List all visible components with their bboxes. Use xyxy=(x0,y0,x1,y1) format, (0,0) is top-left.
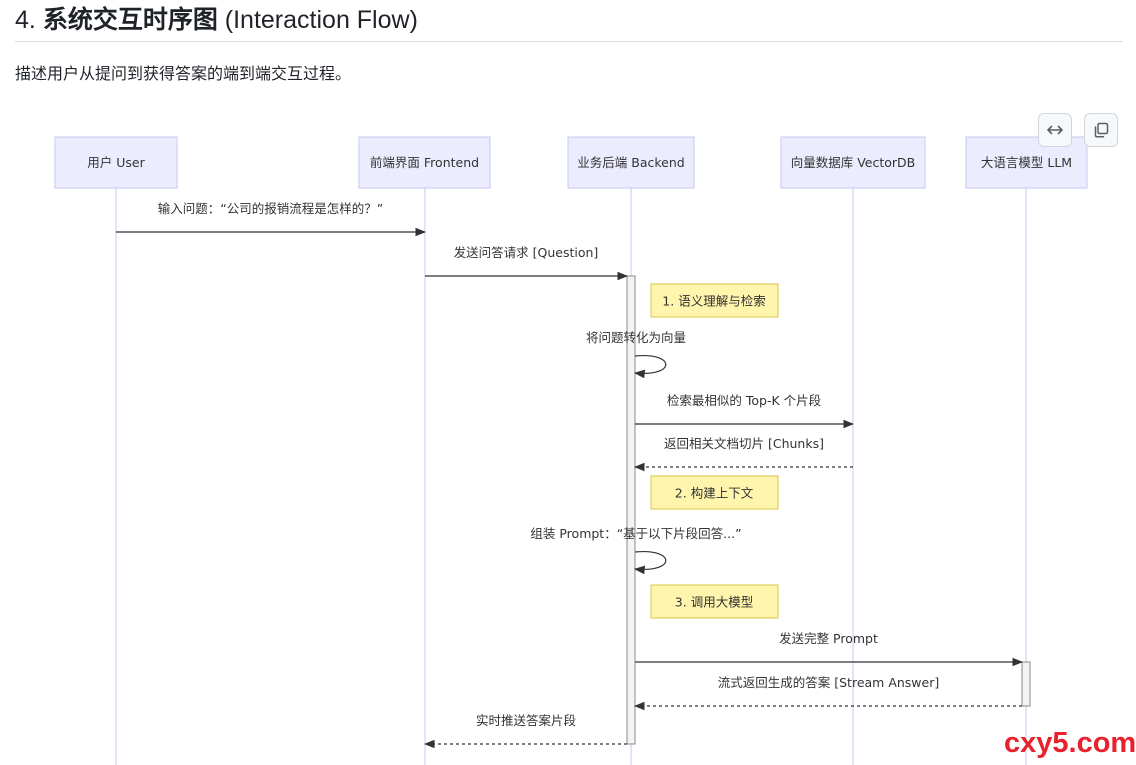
message-backend-to-frontend: 实时推送答案片段 xyxy=(423,713,627,749)
message-label: 输入问题：“公司的报销流程是怎样的？” xyxy=(158,201,383,216)
note-backend: 2. 构建上下文 xyxy=(650,475,779,510)
expand-button[interactable] xyxy=(1038,113,1072,147)
message-user-to-frontend: 输入问题：“公司的报销流程是怎样的？” xyxy=(116,201,427,237)
participant-label: 业务后端 Backend xyxy=(577,155,684,170)
note-box xyxy=(650,475,779,510)
participant-frontend: 前端界面 Frontend xyxy=(358,136,491,189)
self-message-backend: 组装 Prompt：“基于以下片段回答...” xyxy=(530,526,742,575)
self-message-arrow xyxy=(633,354,667,379)
note-backend: 1. 语义理解与检索 xyxy=(650,283,779,318)
note-label: 3. 调用大模型 xyxy=(675,595,753,610)
heading-number: 4. xyxy=(15,6,36,34)
participant-llm: 大语言模型 LLM xyxy=(965,136,1088,189)
participant-backend: 业务后端 Backend xyxy=(567,136,695,189)
heading-divider xyxy=(15,41,1123,42)
self-message-label: 将问题转化为向量 xyxy=(586,330,686,345)
message-label: 流式返回生成的答案 [Stream Answer] xyxy=(718,675,939,690)
message-label: 发送完整 Prompt xyxy=(779,631,878,646)
participant-box xyxy=(54,136,178,189)
participant-label: 用户 User xyxy=(87,155,145,170)
activation-backend xyxy=(626,275,636,745)
self-message-backend: 将问题转化为向量 xyxy=(586,330,686,379)
message-label: 发送问答请求 [Question] xyxy=(454,245,599,260)
activation-llm xyxy=(1021,661,1031,707)
note-box xyxy=(650,283,779,318)
message-label: 检索最相似的 Top-K 个片段 xyxy=(667,393,821,408)
self-message-label: 组装 Prompt：“基于以下片段回答...” xyxy=(530,526,741,541)
section-heading: 4. 系统交互时序图 (Interaction Flow) xyxy=(15,4,418,36)
note-label: 2. 构建上下文 xyxy=(675,486,754,501)
copy-button[interactable] xyxy=(1084,113,1118,147)
note-backend: 3. 调用大模型 xyxy=(650,584,779,619)
message-backend-to-vectordb: 检索最相似的 Top-K 个片段 xyxy=(635,393,855,429)
participant-label: 前端界面 Frontend xyxy=(370,155,479,170)
expand-horizontal-icon xyxy=(1047,125,1063,135)
message-label: 返回相关文档切片 [Chunks] xyxy=(664,436,824,451)
copy-icon xyxy=(1094,122,1109,138)
participant-box xyxy=(780,136,926,189)
heading-title-cn: 系统交互时序图 xyxy=(42,6,218,34)
message-backend-to-llm: 发送完整 Prompt xyxy=(635,631,1024,667)
heading-title-en: (Interaction Flow) xyxy=(224,6,418,34)
message-llm-to-backend: 流式返回生成的答案 [Stream Answer] xyxy=(633,675,1022,711)
self-message-arrow xyxy=(633,550,667,575)
participant-user: 用户 User xyxy=(54,136,178,189)
participant-box xyxy=(567,136,695,189)
note-box xyxy=(650,584,779,619)
participant-label: 向量数据库 VectorDB xyxy=(791,155,916,170)
message-frontend-to-backend: 发送问答请求 [Question] xyxy=(425,245,629,281)
note-label: 1. 语义理解与检索 xyxy=(662,294,765,309)
section-description: 描述用户从提问到获得答案的端到端交互过程。 xyxy=(15,64,352,83)
participant-box xyxy=(358,136,491,189)
watermark-text: cxy5.com xyxy=(1004,727,1136,759)
message-vectordb-to-backend: 返回相关文档切片 [Chunks] xyxy=(633,436,853,472)
message-label: 实时推送答案片段 xyxy=(476,713,576,728)
participant-vectordb: 向量数据库 VectorDB xyxy=(780,136,926,189)
participant-label: 大语言模型 LLM xyxy=(981,155,1072,170)
